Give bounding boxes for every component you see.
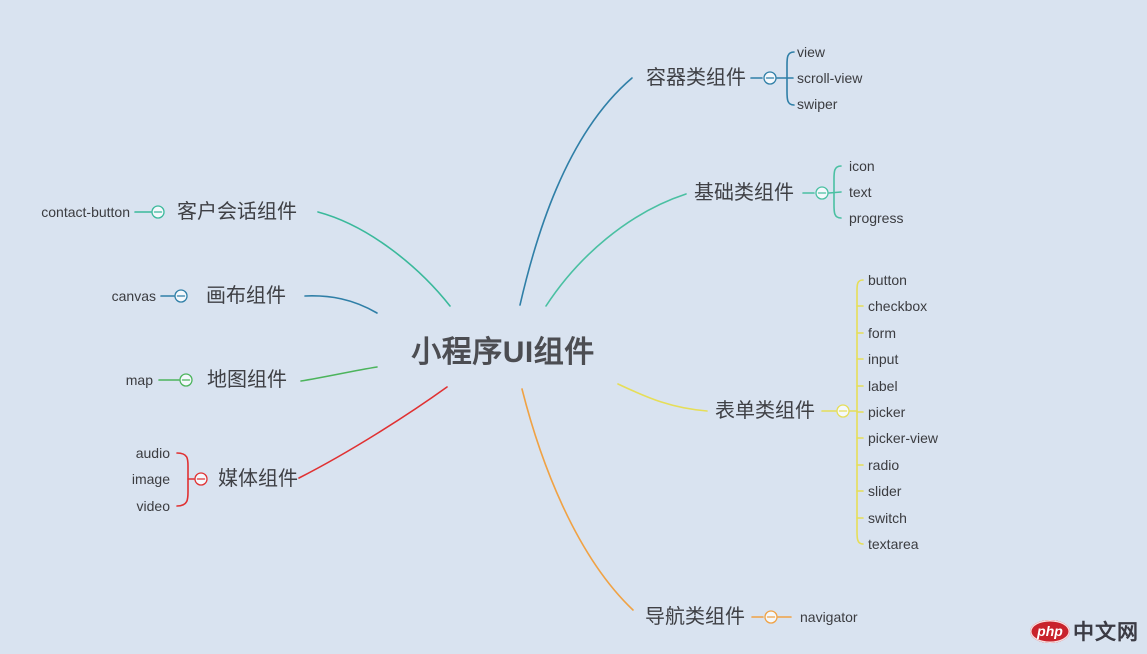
central-topic[interactable]: 小程序UI组件	[411, 336, 595, 369]
leaf-slider[interactable]: slider	[868, 483, 902, 499]
branch-curve	[298, 386, 448, 479]
php-logo-icon: php	[1030, 619, 1070, 643]
leaf-picker[interactable]: picker	[868, 404, 906, 420]
leaf-input[interactable]: input	[868, 351, 899, 367]
branch-nav-links	[521, 388, 792, 624]
branch-curve	[304, 295, 378, 314]
branch-contact-links	[134, 205, 451, 307]
leaf-picker-view[interactable]: picker-view	[868, 430, 939, 446]
leaf-image[interactable]: image	[131, 471, 170, 487]
leaf-checkbox[interactable]: checkbox	[868, 298, 928, 314]
branch-curve	[519, 77, 633, 306]
leaf-swiper[interactable]: swiper	[797, 96, 838, 112]
watermark-site-text: 中文网	[1073, 621, 1139, 644]
topic-nav[interactable]: 导航类组件	[645, 606, 745, 628]
leaf-icon[interactable]: icon	[849, 158, 875, 174]
branch-curve	[317, 211, 451, 307]
topic-form[interactable]: 表单类组件	[715, 400, 815, 422]
leaf-text[interactable]: text	[849, 184, 872, 200]
children-bracket	[833, 165, 842, 219]
topic-canvas[interactable]: 画布组件	[206, 285, 286, 307]
leaf-progress[interactable]: progress	[849, 210, 904, 226]
children-bracket	[786, 51, 795, 106]
branch-media-links	[176, 386, 448, 507]
topic-container[interactable]: 容器类组件	[646, 67, 746, 89]
branch-canvas-links	[160, 289, 378, 314]
children-bracket	[176, 452, 189, 507]
leaf-audio[interactable]: audio	[135, 445, 170, 461]
leaf-switch[interactable]: switch	[868, 510, 907, 526]
branch-map-links	[158, 366, 378, 387]
leaf-scroll-view[interactable]: scroll-view	[797, 70, 863, 86]
topic-contact[interactable]: 客户会话组件	[177, 201, 297, 223]
branch-form-links	[617, 279, 864, 545]
branch-curve	[521, 388, 634, 611]
leaf-contact-button[interactable]: contact-button	[41, 204, 130, 220]
leaf-video[interactable]: video	[136, 498, 170, 514]
leaf-label[interactable]: label	[868, 378, 898, 394]
topic-map[interactable]: 地图组件	[207, 369, 287, 391]
topic-media[interactable]: 媒体组件	[218, 468, 298, 490]
branch-curve	[617, 383, 708, 412]
leaf-view[interactable]: view	[797, 44, 826, 60]
leaf-canvas[interactable]: canvas	[111, 288, 156, 304]
leaf-textarea[interactable]: textarea	[868, 536, 919, 552]
connector-line	[828, 191, 842, 194]
leaf-button[interactable]: button	[868, 272, 907, 288]
branch-basic-links	[545, 165, 842, 307]
leaf-map[interactable]: map	[125, 372, 153, 388]
children-bracket	[856, 279, 864, 545]
branch-container-links	[519, 51, 795, 306]
watermark: php 中文网	[1030, 616, 1139, 646]
branch-curve	[300, 366, 378, 382]
leaf-navigator[interactable]: navigator	[800, 609, 858, 625]
topic-basic[interactable]: 基础类组件	[694, 182, 794, 204]
leaf-form[interactable]: form	[868, 325, 896, 341]
leaf-radio[interactable]: radio	[868, 457, 900, 473]
branch-curve	[545, 193, 687, 307]
